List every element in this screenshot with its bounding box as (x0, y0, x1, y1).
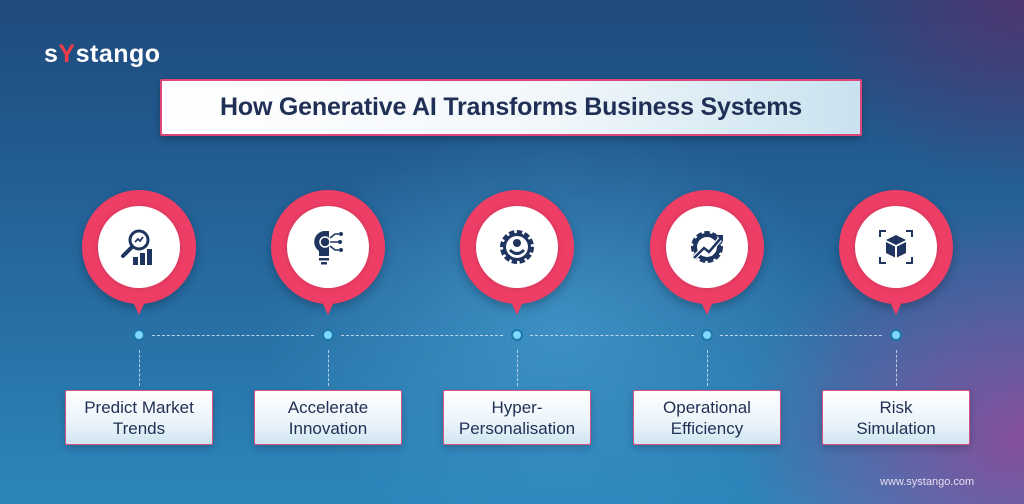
timeline-dot (322, 329, 334, 341)
timeline-dot (133, 329, 145, 341)
lightbulb-gear-icon (314, 231, 343, 265)
label-hyper-personalisation: Hyper- Personalisation (443, 390, 591, 445)
pin-predict-market-trends (82, 190, 196, 318)
connector-line (530, 335, 694, 336)
label-accelerate-innovation: Accelerate Innovation (254, 390, 402, 445)
label-operational-efficiency: Operational Efficiency (633, 390, 781, 445)
website-url: www.systango.com (880, 476, 975, 488)
pin-operational-efficiency (650, 190, 764, 318)
vertical-connector (707, 350, 708, 386)
label-risk-simulation: Risk Simulation (822, 390, 970, 445)
label-predict-market-trends: Predict Market Trends (65, 390, 213, 445)
pin-risk-simulation (839, 190, 953, 318)
timeline-dot (701, 329, 713, 341)
pin-hyper-personalisation (460, 190, 574, 318)
vertical-connector (139, 350, 140, 386)
vertical-connector (896, 350, 897, 386)
timeline-dot (890, 329, 902, 341)
connector-line (720, 335, 882, 336)
gear-user-icon (500, 230, 534, 264)
magnifier-chart-icon (121, 229, 152, 265)
connector-line (152, 335, 314, 336)
gear-trend-icon (691, 231, 723, 263)
systango-logo: sYstango (44, 40, 161, 68)
connector-line (341, 335, 503, 336)
vertical-connector (517, 350, 518, 386)
timeline-dot (511, 329, 523, 341)
page-title: How Generative AI Transforms Business Sy… (220, 93, 802, 121)
vertical-connector (328, 350, 329, 386)
cube-scan-icon (879, 230, 913, 264)
pin-accelerate-innovation (271, 190, 385, 318)
title-banner: How Generative AI Transforms Business Sy… (160, 79, 862, 136)
